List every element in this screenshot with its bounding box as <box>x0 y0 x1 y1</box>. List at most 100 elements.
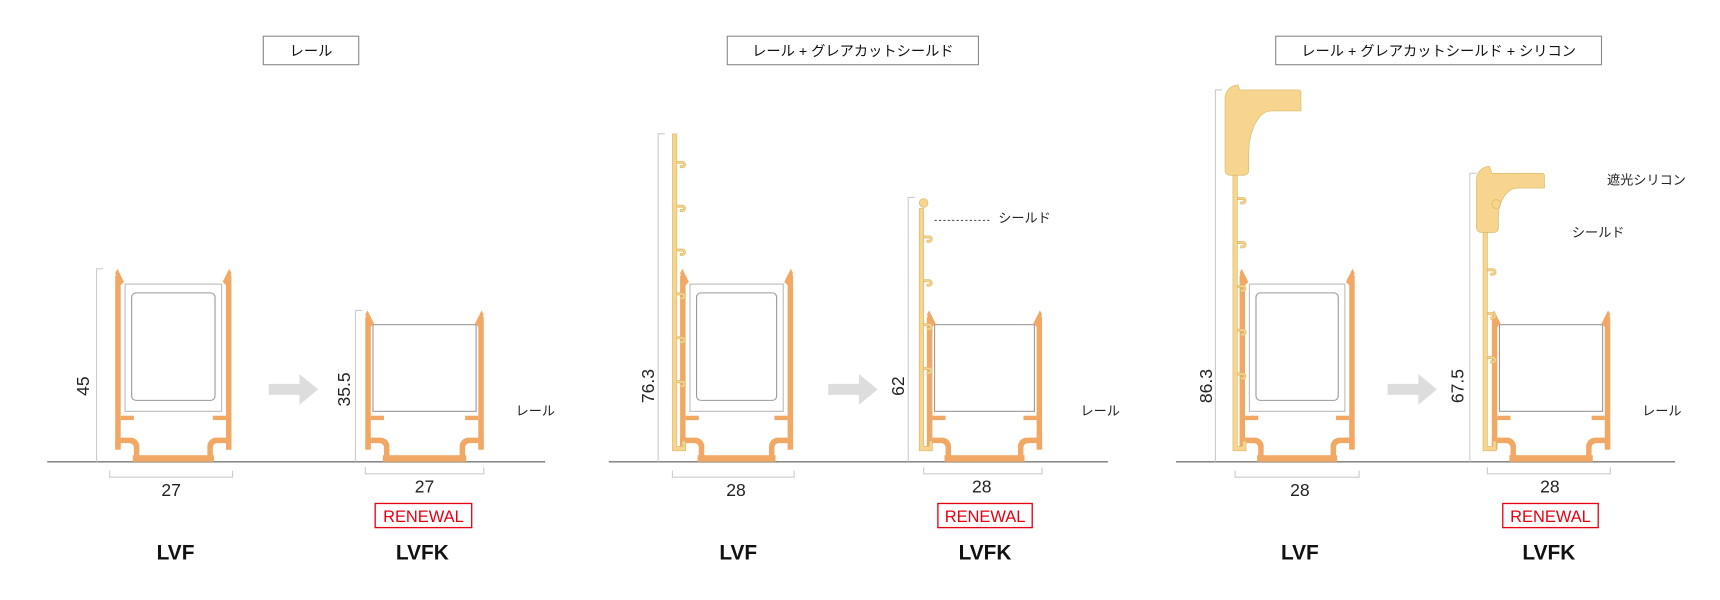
panel-title: レール <box>290 44 333 60</box>
renewal-badge-box <box>937 502 1033 529</box>
before-width-label: 27 <box>161 480 181 500</box>
glare-cut-shield <box>918 208 933 452</box>
rail-left-ledge <box>1497 415 1511 421</box>
after-model-label: LVFK <box>396 541 449 564</box>
rail-right-tip <box>222 268 232 286</box>
rail-right-ledge <box>1336 415 1350 421</box>
shield-nub <box>676 204 686 213</box>
rail-right-hook <box>207 437 232 458</box>
rail-right-ledge <box>774 415 788 421</box>
rail-left-hook <box>365 437 390 458</box>
after-width-label: 28 <box>1540 477 1560 497</box>
rail-base-plate <box>1257 455 1338 462</box>
rail-left-hook <box>680 437 705 458</box>
shield-nub <box>676 292 686 300</box>
before-width-label: 28 <box>1290 480 1310 500</box>
before-model-label: LVF <box>157 541 195 564</box>
after-height-label: 67.5 <box>1447 369 1467 403</box>
shield-nub <box>1487 312 1497 320</box>
width-dimension-line <box>1234 470 1360 478</box>
callout-silicone: 遮光シリコン <box>1607 172 1686 187</box>
before-model-label: LVF <box>1281 541 1319 564</box>
panel-rail-shield: レール + グレアカットシールド 76.3 62 28 28 RENEWAL L… <box>608 35 1120 564</box>
rail-right-tip <box>784 268 794 286</box>
rail-right-wall <box>478 317 484 447</box>
after-model-label: LVFK <box>1522 541 1575 564</box>
width-dimension-line <box>109 470 234 478</box>
renewal-badge-box <box>1502 502 1599 529</box>
rail-left-hook <box>115 437 140 458</box>
width-dimension-line <box>1486 467 1611 475</box>
arrow-icon <box>268 374 319 405</box>
shield-nub <box>1487 268 1497 276</box>
rail-right-hook <box>459 437 484 458</box>
rail-base-plate <box>944 455 1025 462</box>
shield-nub <box>923 235 933 243</box>
rail-right-hook <box>768 437 794 458</box>
height-dimension-line <box>907 196 915 462</box>
rail-base-plate <box>382 455 467 462</box>
height-dimension-line <box>1214 89 1222 462</box>
after-width-label: 28 <box>972 477 992 497</box>
rail-left-wall <box>1491 317 1498 447</box>
height-dimension-line <box>354 309 363 462</box>
shield-nub <box>1237 197 1247 205</box>
shield-nub <box>676 160 686 169</box>
shield-body <box>1482 197 1497 452</box>
panel-rail-shield-silicone: レール + グレアカットシールド + シリコン 86.3 67.5 28 28 … <box>1175 35 1686 564</box>
renewal-badge: RENEWAL <box>945 508 1026 526</box>
shield-nub <box>1487 356 1497 364</box>
led-module <box>1255 292 1339 401</box>
led-module <box>934 324 1035 412</box>
rail-right-tip <box>1033 310 1043 327</box>
rail-left-tip <box>926 310 936 327</box>
panel-title-box <box>726 35 980 66</box>
led-module <box>696 292 778 401</box>
rail-right-tip <box>474 310 484 327</box>
before-width-label: 28 <box>726 480 746 500</box>
rail-left-wall <box>365 317 371 447</box>
shield-nub <box>676 380 686 388</box>
rail-profile <box>1239 268 1355 462</box>
rail-left-wall <box>680 275 686 447</box>
rail-left-tip <box>1239 268 1249 286</box>
rail-right-hook <box>1330 437 1355 458</box>
rail-left-wall <box>115 275 121 447</box>
after-height-label: 62 <box>888 376 908 396</box>
rail-left-ledge <box>370 415 384 421</box>
rail-left-hook <box>1491 437 1516 458</box>
after-height-label: 35.5 <box>334 372 354 406</box>
shield-nub <box>923 367 933 375</box>
renewal-badge: RENEWAL <box>1510 508 1591 526</box>
rail-right-ledge <box>212 415 226 421</box>
callout-shield: シールド <box>1572 225 1625 240</box>
panel-title-box <box>1275 35 1603 66</box>
rail-profile <box>680 268 794 462</box>
width-dimension-line <box>364 467 485 475</box>
rail-right-hook <box>1586 437 1611 458</box>
before-height-label: 76.3 <box>638 369 658 403</box>
renewal-badge: RENEWAL <box>383 508 464 526</box>
glare-cut-shield <box>672 133 686 452</box>
led-module <box>372 324 477 412</box>
shield-nub <box>1237 372 1247 380</box>
shield-nub <box>923 323 933 331</box>
rail-profile <box>926 310 1043 462</box>
shield-body <box>672 133 686 452</box>
shield-nub <box>1237 240 1247 249</box>
rail-left-wall <box>926 317 933 447</box>
arrow-icon <box>1387 374 1437 405</box>
height-dimension-line <box>657 133 665 462</box>
shading-silicone <box>1224 84 1302 176</box>
renewal-badge-box <box>374 502 473 529</box>
shield-nub <box>923 279 933 287</box>
rail-right-ledge <box>1023 415 1037 421</box>
rail-left-tip <box>115 268 124 286</box>
rail-left-tip <box>680 268 689 286</box>
rail-base-plate <box>132 455 214 462</box>
rail-right-hook <box>1017 437 1043 458</box>
shading-silicone <box>1476 166 1545 233</box>
rail-right-ledge <box>465 415 479 421</box>
rail-base-plate <box>1509 455 1593 462</box>
